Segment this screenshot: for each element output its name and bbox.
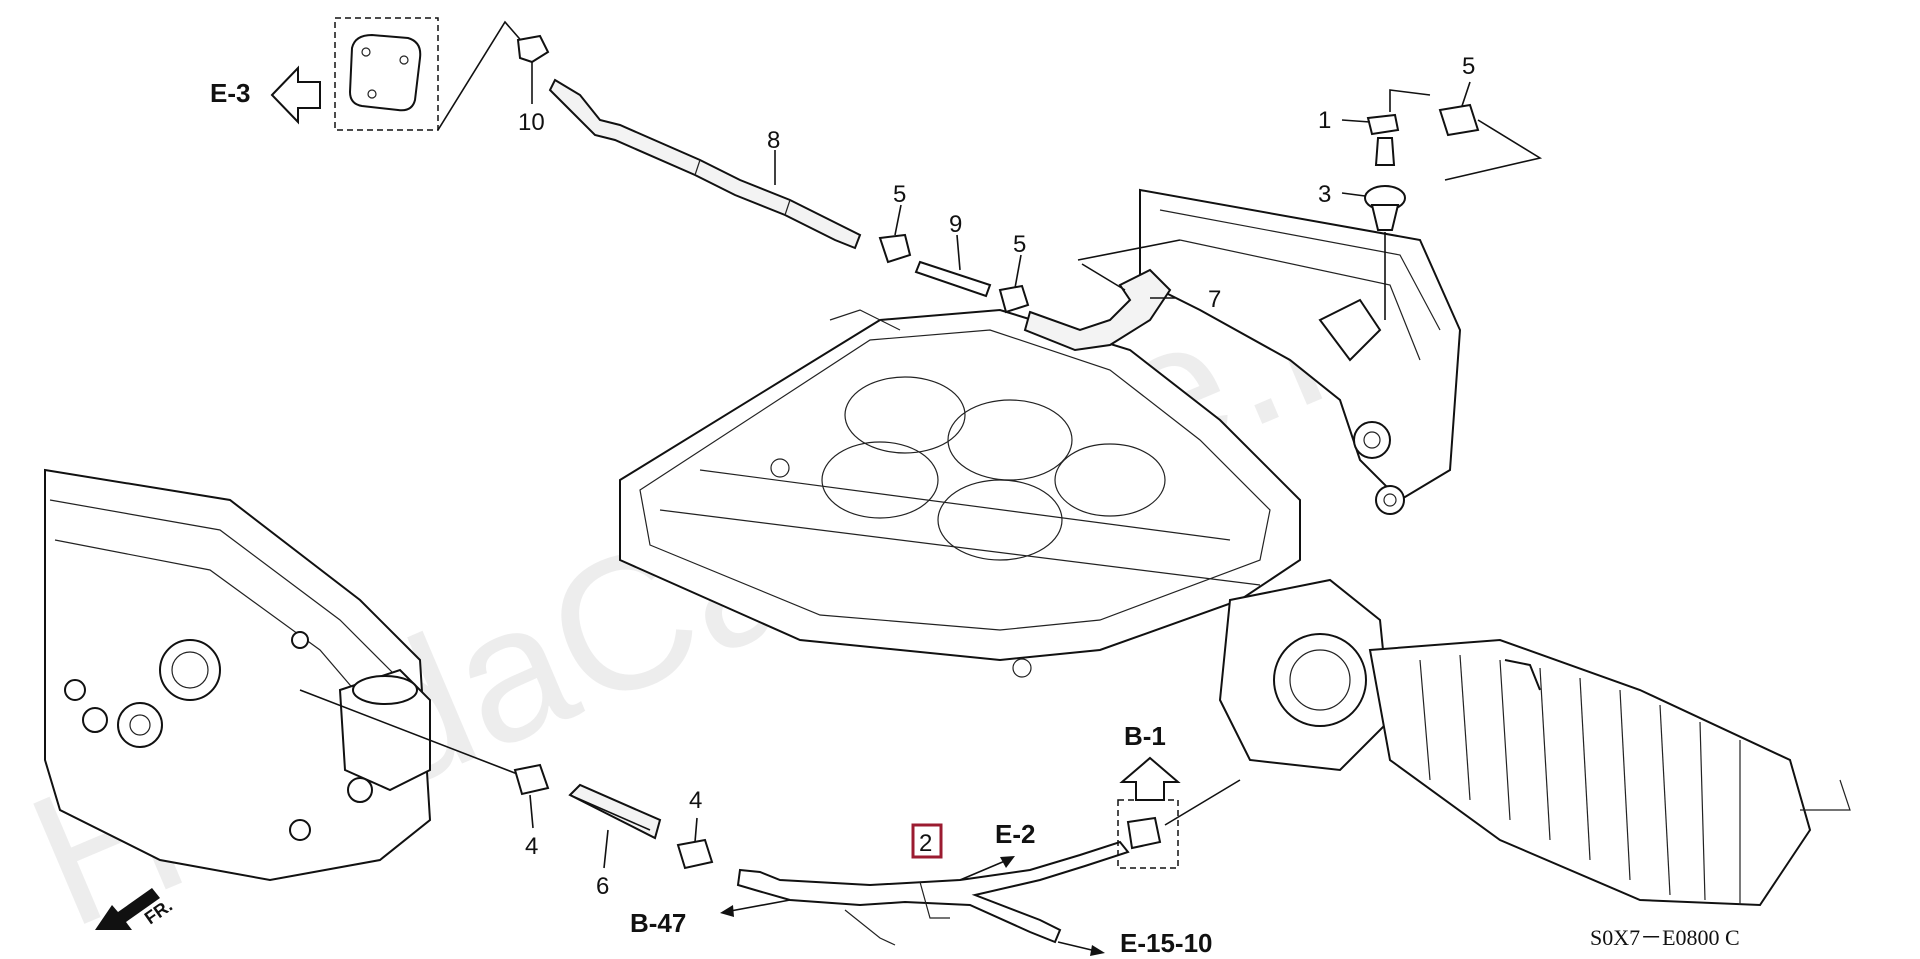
part-labels: 10 8 5 9 5 7 1 3 5 4 6 4 2 [518, 53, 1475, 900]
throttle-body-drawing [1218, 578, 1851, 907]
pcv-valve-assembly [1364, 89, 1543, 320]
lower-hose-assembly [299, 689, 1241, 946]
cylinder-head-drawing [44, 468, 432, 882]
b1-arrow-icon [1119, 756, 1181, 801]
part-label-5a[interactable]: 5 [893, 181, 906, 208]
part-label-5b[interactable]: 5 [1013, 231, 1026, 258]
e3-arrow-icon [270, 65, 321, 125]
part-label-7[interactable]: 7 [1208, 286, 1221, 313]
part-label-5c[interactable]: 5 [1462, 53, 1475, 80]
part-label-4a[interactable]: 4 [525, 833, 538, 860]
ref-e1510[interactable]: E-15-10 [1120, 928, 1213, 958]
part-label-9[interactable]: 9 [949, 211, 962, 238]
b47-arrow-icon [724, 899, 791, 913]
intake-manifold-drawing [619, 308, 1301, 678]
ref-b47[interactable]: B-47 [630, 908, 686, 938]
diagram-code: S0X7－E0800 C [1590, 925, 1740, 950]
part-label-3[interactable]: 3 [1318, 181, 1331, 208]
part-2-highlight-box [911, 823, 943, 859]
reference-arrows [95, 65, 1181, 956]
part-label-8[interactable]: 8 [767, 127, 780, 154]
rear-manifold-drawing [1139, 188, 1462, 515]
leader-lines [529, 81, 1471, 869]
part-label-4b[interactable]: 4 [689, 787, 702, 814]
ref-e3[interactable]: E-3 [210, 78, 250, 108]
part-label-10[interactable]: 10 [518, 109, 545, 136]
part-label-1[interactable]: 1 [1318, 107, 1331, 134]
upper-hose-assembly [334, 17, 1181, 352]
ref-b1[interactable]: B-1 [1124, 721, 1166, 751]
part-label-2[interactable]: 2 [919, 830, 932, 857]
ref-e2[interactable]: E-2 [995, 819, 1035, 849]
fr-arrow-icon [95, 888, 160, 930]
part-label-6[interactable]: 6 [596, 873, 609, 900]
